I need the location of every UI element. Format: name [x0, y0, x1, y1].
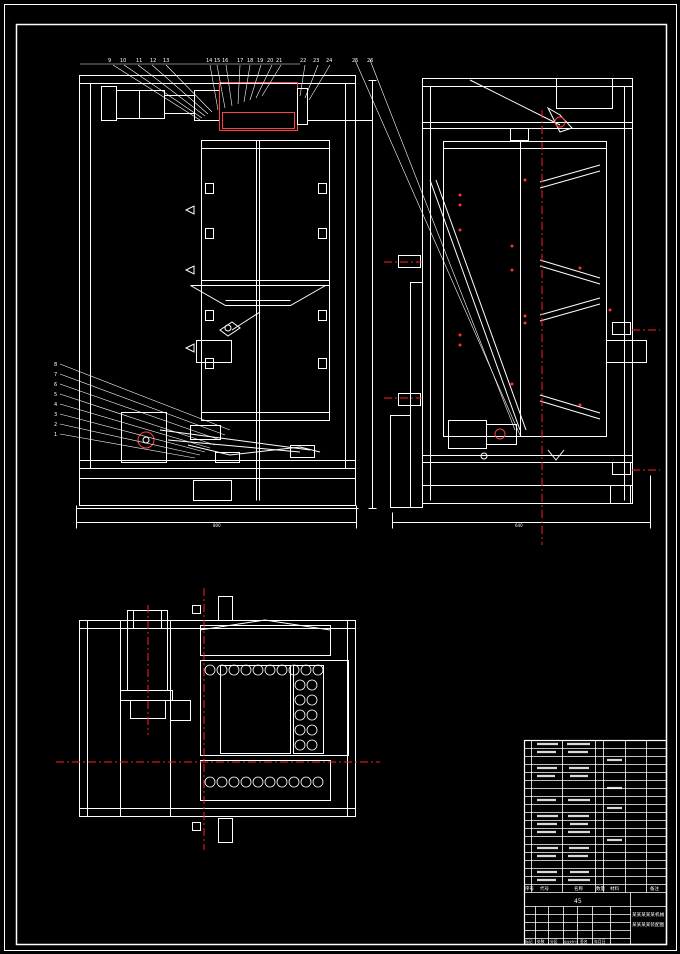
svg-text:24: 24 [326, 58, 332, 64]
roller-rows [204, 664, 324, 788]
svg-text:2: 2 [54, 422, 57, 428]
footer-zone: 分区 [550, 939, 558, 944]
title-block: 序号 代号 名称 数量 材料 备注 标记 处数 分区 更改文件号 签名 年月日 … [523, 739, 668, 946]
svg-text:13: 13 [163, 58, 169, 64]
header-index: 序号 [525, 885, 534, 892]
svg-text:4: 4 [54, 402, 57, 408]
inner-border [15, 23, 668, 946]
header-qty: 数量 [596, 885, 605, 892]
header-code: 代号 [540, 885, 549, 892]
side-frame [422, 78, 633, 504]
scale-label: 45 [574, 898, 582, 905]
front-view: 800 9 10 11 12 13 14 15 16 17 18 19 20 2… [54, 58, 521, 529]
side-view: 640 [384, 78, 660, 545]
parts-list-entries [537, 742, 622, 882]
svg-text:7: 7 [54, 372, 57, 378]
side-cabinet [443, 141, 607, 437]
header-remarks: 备注 [650, 885, 659, 892]
top-balloon-numbers: 9 10 11 12 13 14 15 16 17 18 19 20 21 22… [108, 58, 373, 64]
footer-date: 年月日 [594, 939, 606, 944]
left-balloon-numbers: 8 7 6 5 4 3 2 1 [54, 362, 57, 438]
svg-text:19: 19 [257, 58, 263, 64]
hopper-housing [219, 82, 298, 131]
section-marks [458, 178, 612, 407]
drawing-title-line-2: 某某某某装配图 [632, 921, 665, 928]
side-width-label: 640 [515, 523, 523, 528]
drawing-title-line-1: 某某某某某机械 [632, 911, 665, 918]
footer-mark: 标记 [525, 939, 533, 944]
svg-text:20: 20 [267, 58, 273, 64]
front-frame [79, 75, 356, 506]
plan-frame [79, 620, 356, 817]
svg-text:8: 8 [54, 362, 57, 368]
svg-text:1: 1 [54, 432, 57, 438]
svg-text:22: 22 [300, 58, 306, 64]
svg-text:3: 3 [54, 412, 57, 418]
header-name: 名称 [574, 885, 583, 892]
svg-text:9: 9 [108, 58, 111, 64]
svg-text:23: 23 [313, 58, 319, 64]
front-width-label: 800 [213, 523, 221, 528]
svg-text:6: 6 [54, 382, 57, 388]
svg-text:11: 11 [136, 58, 142, 64]
svg-text:15: 15 [214, 58, 220, 64]
svg-text:12: 12 [150, 58, 156, 64]
svg-text:17: 17 [237, 58, 243, 64]
svg-text:21: 21 [276, 58, 282, 64]
svg-text:18: 18 [247, 58, 253, 64]
svg-text:5: 5 [54, 392, 57, 398]
footer-change-doc: 更改文件号 [564, 940, 577, 944]
outer-border [4, 4, 677, 951]
svg-text:10: 10 [120, 58, 126, 64]
svg-text:14: 14 [206, 58, 212, 64]
footer-signature: 签名 [580, 939, 588, 944]
parts-list-grid [524, 740, 667, 893]
footer-count: 处数 [537, 939, 545, 944]
header-material: 材料 [610, 885, 619, 892]
plan-view [56, 588, 380, 850]
svg-text:16: 16 [222, 58, 228, 64]
